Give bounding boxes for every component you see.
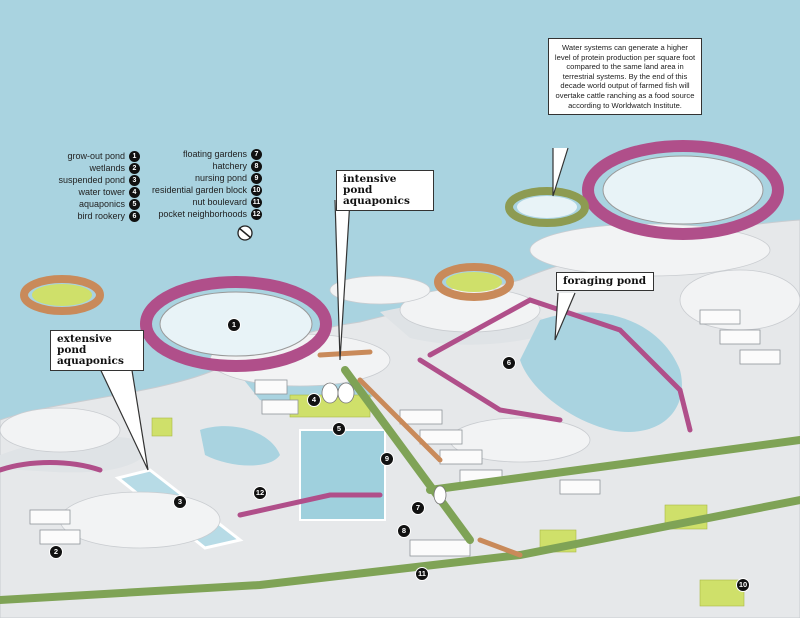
callout-leaders [94, 147, 576, 471]
ring-pond-large [582, 140, 784, 240]
marker-1: 1 [227, 318, 241, 332]
legend-number: 12 [251, 208, 262, 220]
pink-tree-paths [0, 297, 693, 518]
marker-9: 9 [380, 452, 394, 466]
legend-number: 9 [251, 172, 262, 184]
marker-11: 11 [415, 567, 429, 581]
north-arrow-icon [237, 225, 253, 241]
legend-number: 8 [251, 160, 262, 172]
marker-3: 3 [173, 495, 187, 509]
marker-5: 5 [332, 422, 346, 436]
legend-number: 11 [251, 196, 262, 208]
marker-7: 7 [411, 501, 425, 515]
ring-pond-small-mid [434, 263, 514, 301]
marker-2: 2 [49, 545, 63, 559]
boulevards [0, 366, 800, 604]
legend-number: 3 [129, 174, 140, 186]
orange-tree-rows [317, 349, 523, 558]
legend-number: 10 [251, 184, 262, 196]
water-towers [321, 382, 447, 505]
callout-foraging-pond: foraging pond [556, 272, 654, 291]
callout-extensive-pond: extensive pond aquaponics [50, 330, 144, 371]
legend-number: 7 [251, 148, 262, 160]
legend-number: 5 [129, 198, 140, 210]
marker-10: 10 [736, 578, 750, 592]
info-box: Water systems can generate a higher leve… [548, 38, 702, 116]
marker-8: 8 [397, 524, 411, 538]
callout-intensive-pond: intensive pond aquaponics [336, 170, 434, 211]
marker-4: 4 [307, 393, 321, 407]
marker-6: 6 [502, 356, 516, 370]
legend-number: 2 [129, 162, 140, 174]
legend-number: 1 [129, 150, 140, 162]
ring-pond-small-left [20, 275, 104, 315]
marker-12: 12 [253, 486, 267, 500]
legend-number: 4 [129, 186, 140, 198]
legend-number: 6 [129, 210, 140, 222]
ring-pond-small-top [505, 187, 589, 227]
